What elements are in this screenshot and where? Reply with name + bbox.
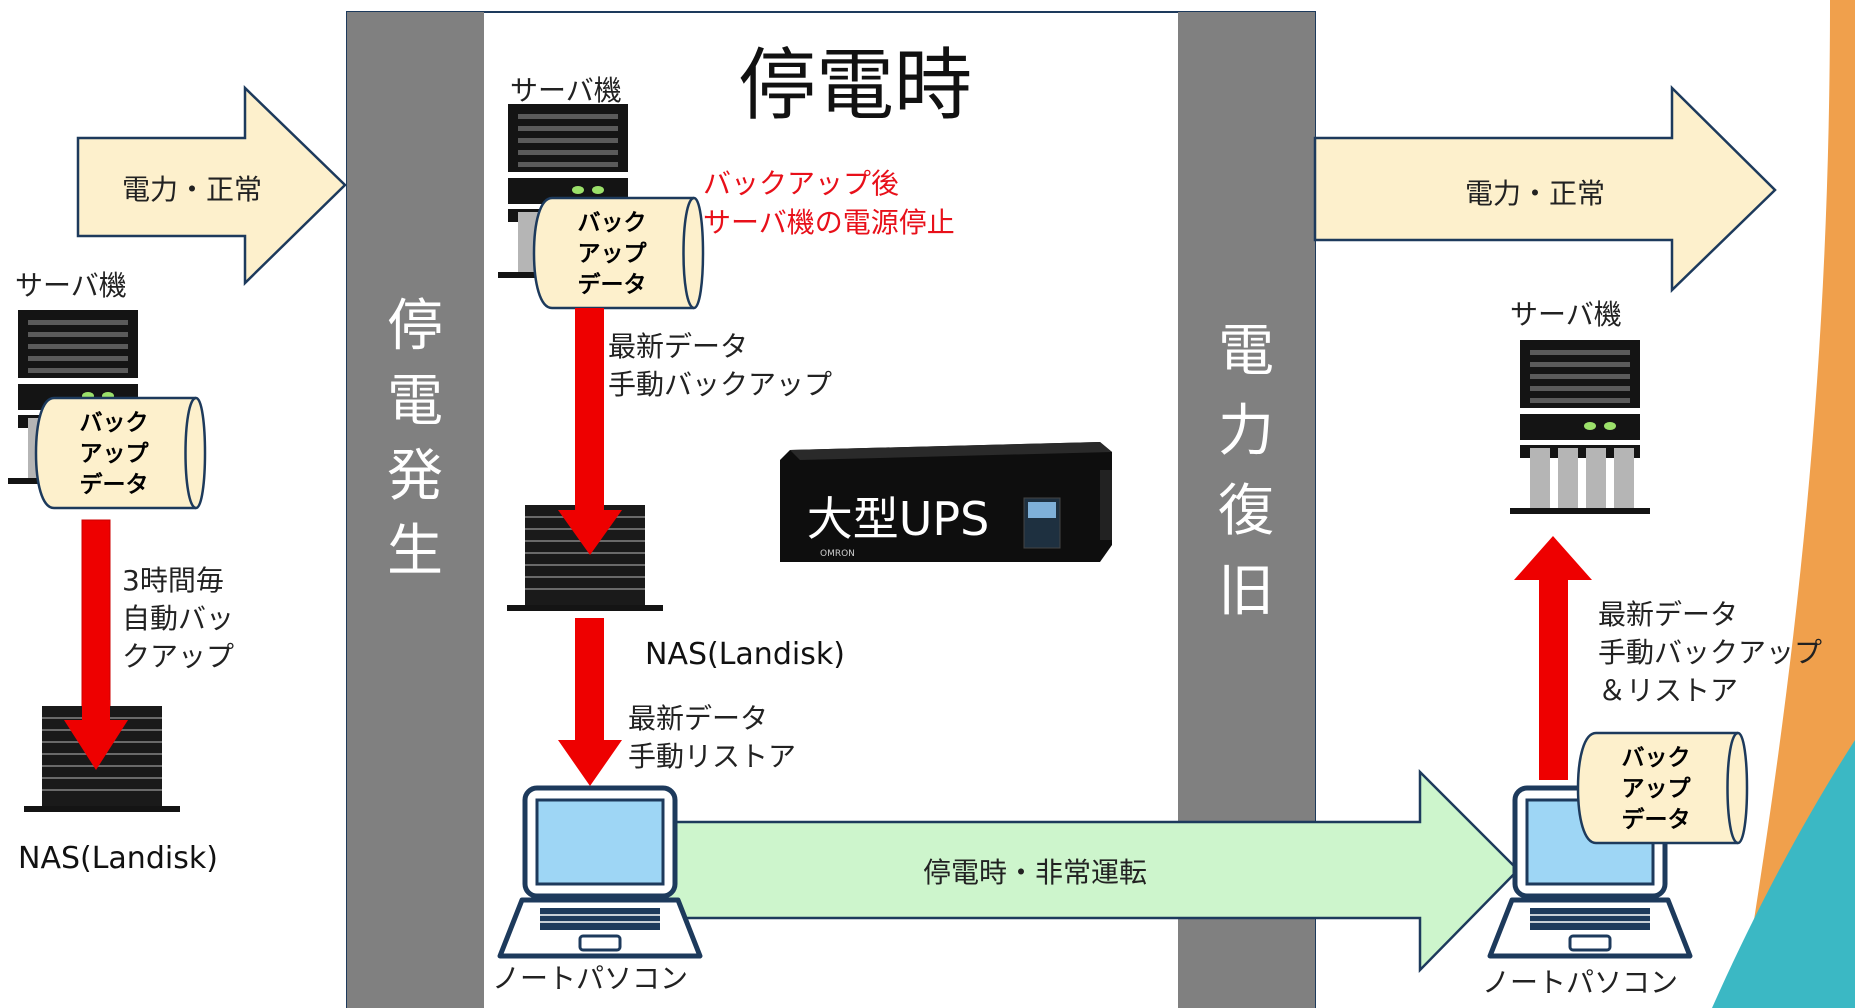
shutdown-note-1: バックアップ後	[703, 167, 899, 200]
band-recovery-char-3: 復	[1218, 479, 1274, 544]
band-outage-char-4: 生	[387, 519, 443, 584]
svg-text:アップ: アップ	[578, 241, 648, 267]
manual-restore-note-2: 手動リストア	[628, 740, 796, 773]
backup-data-scroll-right: バック アップ データ	[1576, 731, 1749, 845]
band-outage-char-3: 発	[387, 444, 443, 509]
manual-backup-arrow	[558, 308, 622, 555]
backup-data-scroll-left: バック アップ データ	[34, 396, 207, 510]
svg-text:アップ: アップ	[1622, 776, 1692, 802]
backup-restore-note-2: 手動バックアップ	[1598, 636, 1822, 669]
backup-data-scroll-mid: バック アップ データ	[532, 196, 705, 310]
backup-restore-arrow	[1514, 536, 1592, 780]
emergency-arrow	[658, 768, 1520, 974]
auto-backup-note-2: 自動バッ	[122, 602, 234, 635]
shutdown-note-2: サーバ機の電源停止	[703, 206, 955, 239]
power-arrow-right	[1313, 85, 1777, 293]
manual-backup-note-1: 最新データ	[608, 330, 748, 363]
backup-restore-note-3: ＆リストア	[1598, 674, 1738, 707]
ups-device	[780, 442, 1112, 562]
server-mid-label: サーバ機	[510, 74, 622, 107]
svg-text:バック: バック	[578, 210, 647, 236]
manual-restore-note-1: 最新データ	[628, 702, 768, 735]
band-outage	[347, 12, 484, 1008]
svg-text:データ: データ	[1622, 806, 1691, 833]
laptop-mid-label: ノートパソコン	[492, 962, 688, 995]
power-arrow-left-label: 電力・正常	[122, 173, 262, 206]
laptop-mid-icon	[500, 788, 700, 956]
svg-text:データ: データ	[578, 271, 647, 298]
band-recovery-char-2: 力	[1218, 399, 1274, 464]
power-arrow-left	[76, 85, 347, 286]
server-right-icon	[1510, 340, 1650, 514]
accent-orange-shape	[1740, 0, 1855, 1008]
emergency-arrow-label: 停電時・非常運転	[923, 856, 1147, 889]
auto-backup-note-1: 3時間毎	[122, 564, 224, 597]
svg-text:アップ: アップ	[80, 441, 150, 467]
svg-text:データ: データ	[80, 471, 149, 498]
page-title: 停電時	[738, 41, 972, 131]
svg-text:バック: バック	[80, 410, 149, 436]
band-outage-char-1: 停	[387, 294, 443, 359]
manual-backup-note-2: 手動バックアップ	[608, 368, 832, 401]
backup-restore-note-1: 最新データ	[1598, 598, 1738, 631]
ups-brand: OMRON	[820, 549, 855, 559]
ups-label: 大型UPS	[807, 492, 990, 546]
auto-backup-note-3: クアップ	[122, 640, 234, 673]
server-left-label: サーバ機	[15, 269, 127, 302]
nas-mid-label: NAS(Landisk)	[645, 637, 845, 672]
server-right-label: サーバ機	[1510, 298, 1622, 331]
nas-left-label: NAS(Landisk)	[18, 841, 218, 876]
svg-text:バック: バック	[1622, 745, 1691, 771]
auto-backup-arrow-head	[64, 700, 128, 770]
band-outage-char-2: 電	[387, 369, 443, 434]
laptop-right-label: ノートパソコン	[1482, 966, 1678, 999]
manual-restore-arrow	[558, 618, 622, 786]
band-recovery-char-1: 電	[1218, 319, 1274, 384]
power-arrow-right-label: 電力・正常	[1465, 177, 1605, 210]
accent-teal-shape	[1712, 740, 1855, 1008]
band-recovery-char-4: 旧	[1218, 559, 1274, 624]
